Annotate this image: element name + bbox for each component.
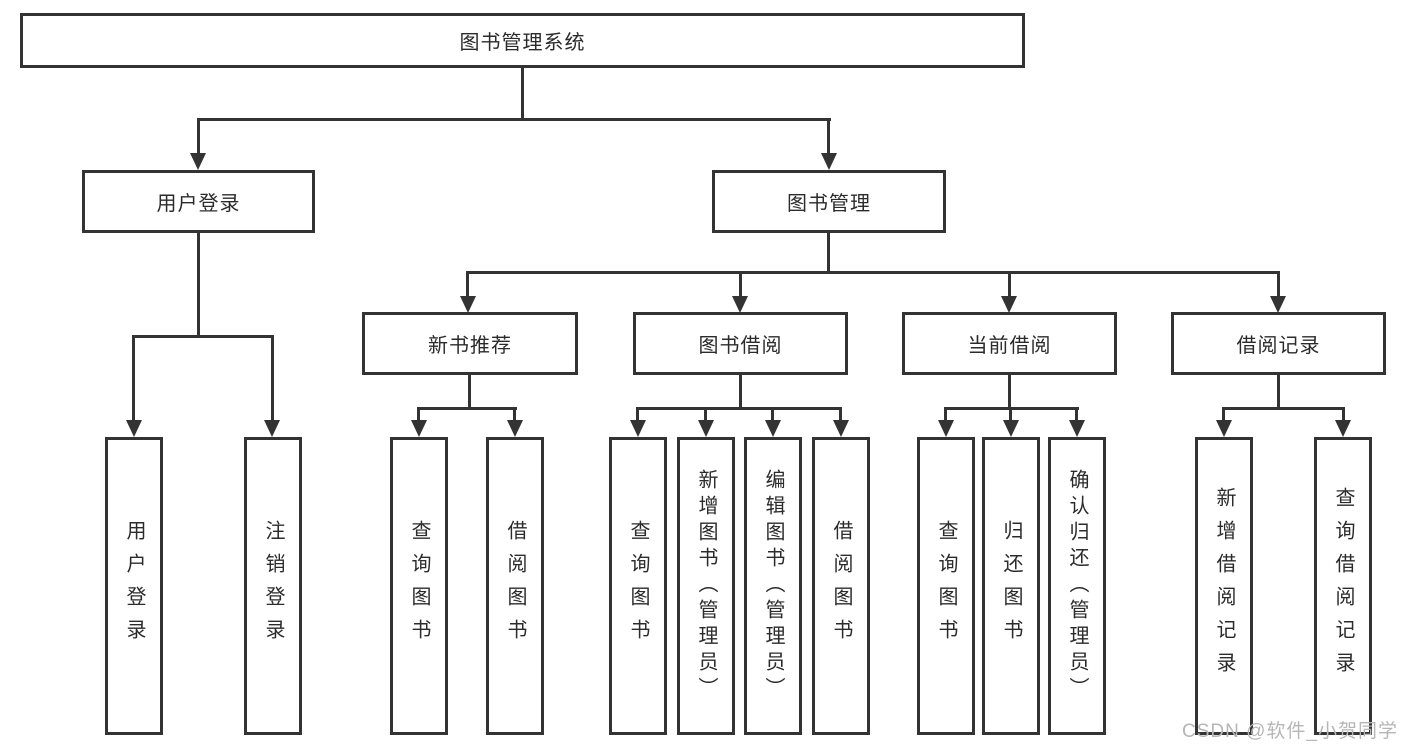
connector bbox=[1277, 271, 1280, 299]
connector bbox=[197, 118, 200, 156]
node-logout: 注销登录 bbox=[244, 437, 302, 735]
arrow-down-icon bbox=[1216, 420, 1232, 437]
arrow-down-icon bbox=[1270, 296, 1286, 313]
arrow-down-icon bbox=[833, 420, 849, 437]
arrow-down-icon bbox=[507, 420, 523, 437]
connector bbox=[1222, 407, 1225, 422]
arrow-down-icon bbox=[698, 420, 714, 437]
arrow-down-icon bbox=[765, 420, 781, 437]
connector bbox=[466, 271, 1280, 274]
connector bbox=[417, 407, 517, 410]
arrow-down-icon bbox=[190, 153, 206, 170]
connector bbox=[132, 335, 274, 338]
node-bb-add-books: 新增图书（管理员） bbox=[677, 437, 735, 735]
node-bb-edit-books: 编辑图书（管理员） bbox=[744, 437, 802, 735]
node-br-query-record: 查询借阅记录 bbox=[1314, 437, 1372, 735]
arrow-down-icon bbox=[1003, 420, 1019, 437]
connector bbox=[1277, 375, 1280, 410]
connector bbox=[521, 68, 524, 120]
arrow-down-icon bbox=[460, 296, 476, 313]
arrow-down-icon bbox=[126, 420, 142, 437]
node-book-mgmt-group: 图书管理 bbox=[712, 170, 946, 233]
connector bbox=[1009, 407, 1012, 422]
connector bbox=[513, 407, 516, 422]
arrow-down-icon bbox=[411, 420, 427, 437]
arrow-down-icon bbox=[821, 153, 837, 170]
arrow-down-icon bbox=[732, 296, 748, 313]
node-bb-borrow-books: 借阅图书 bbox=[812, 437, 870, 735]
arrow-down-icon bbox=[938, 420, 954, 437]
connector bbox=[197, 233, 200, 338]
node-new-book-rec: 新书推荐 bbox=[362, 312, 578, 375]
node-cb-query-books: 查询图书 bbox=[917, 437, 975, 735]
connector bbox=[636, 407, 639, 422]
connector bbox=[944, 407, 947, 422]
arrow-down-icon bbox=[1335, 420, 1351, 437]
connector bbox=[1222, 407, 1345, 410]
connector bbox=[1075, 407, 1078, 422]
node-current-borrow: 当前借阅 bbox=[902, 312, 1117, 375]
connector bbox=[132, 335, 135, 422]
csdn-watermark: CSDN @软件_小贺同学 bbox=[1182, 721, 1398, 742]
connector bbox=[271, 335, 274, 422]
node-cb-confirm-return: 确认归还（管理员） bbox=[1048, 437, 1106, 735]
node-br-add-record: 新增借阅记录 bbox=[1195, 437, 1253, 735]
connector bbox=[197, 118, 831, 121]
node-rec-borrow-books: 借阅图书 bbox=[486, 437, 544, 735]
connector bbox=[636, 407, 842, 410]
connector bbox=[417, 407, 420, 422]
connector bbox=[704, 407, 707, 422]
connector bbox=[739, 271, 742, 299]
arrow-down-icon bbox=[264, 420, 280, 437]
node-rec-query-books: 查询图书 bbox=[390, 437, 448, 735]
connector bbox=[839, 407, 842, 422]
connector bbox=[771, 407, 774, 422]
node-cb-return-books: 归还图书 bbox=[982, 437, 1040, 735]
connector bbox=[827, 118, 830, 156]
connector bbox=[466, 271, 469, 299]
connector bbox=[1342, 407, 1345, 422]
node-user-login-group: 用户登录 bbox=[82, 170, 315, 233]
arrow-down-icon bbox=[630, 420, 646, 437]
node-borrow-records: 借阅记录 bbox=[1171, 312, 1386, 375]
node-bb-query-books: 查询图书 bbox=[609, 437, 667, 735]
connector bbox=[739, 375, 742, 410]
connector bbox=[1008, 375, 1011, 410]
arrow-down-icon bbox=[1069, 420, 1085, 437]
node-book-borrow: 图书借阅 bbox=[633, 312, 848, 375]
connector bbox=[468, 375, 471, 410]
arrow-down-icon bbox=[1001, 296, 1017, 313]
connector bbox=[1008, 271, 1011, 299]
connector bbox=[827, 233, 830, 274]
node-user-login: 用户登录 bbox=[105, 437, 163, 735]
node-root: 图书管理系统 bbox=[20, 13, 1025, 68]
